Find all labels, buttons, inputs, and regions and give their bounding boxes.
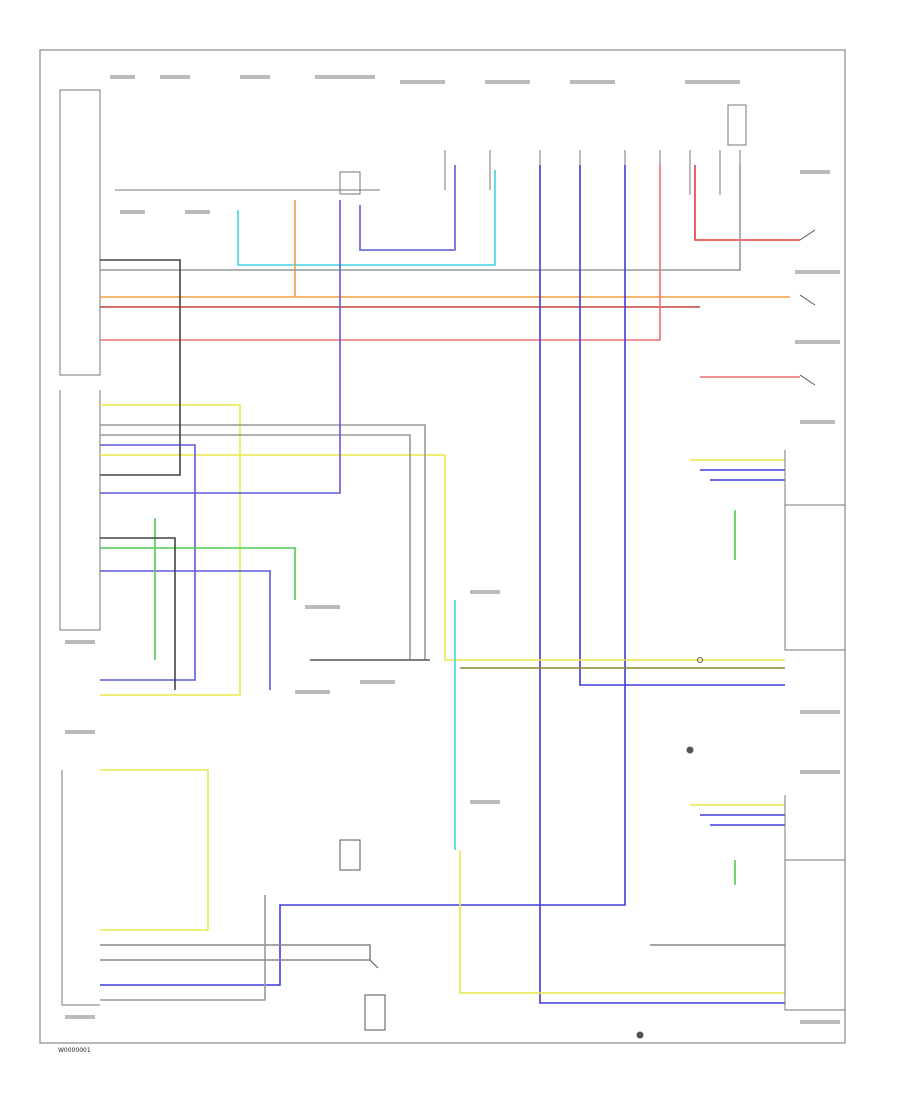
figure-id: W0000001 [58,1047,91,1054]
top-connectors [115,104,747,195]
wire-blue-long-2 [579,165,785,686]
wire-yellow-1 [100,404,241,696]
wire-yellow-4 [100,769,209,931]
wire-gray-2 [100,434,411,660]
wire-black-2 [100,537,176,690]
wire-blue-mid-1 [100,444,196,681]
left-module [59,89,101,1006]
wire-gray-1 [100,424,426,660]
wire-red-right [694,165,800,241]
wire-yellow-2 [100,454,785,661]
wire-blue-long-3 [100,165,626,986]
label-placeholders [65,75,840,1024]
wire-cyan-top [237,170,496,266]
wire-blue-top [359,165,456,251]
wires [100,165,800,1004]
diagram-frame [39,49,846,1044]
wire-gray-top [100,165,741,271]
right-modules [784,450,845,1011]
components [339,229,816,1039]
wire-green-1 [100,547,296,600]
wire-yellow-3 [459,850,785,994]
wire-blue-mid-3 [100,570,271,690]
wire-red-2 [100,165,661,341]
wire-gray-5 [100,895,266,1001]
wire-black-1 [100,259,181,476]
wire-blue-long-1 [539,165,785,1004]
wire-blue-mid-2 [100,200,341,494]
wire-gray-3 [100,944,371,960]
